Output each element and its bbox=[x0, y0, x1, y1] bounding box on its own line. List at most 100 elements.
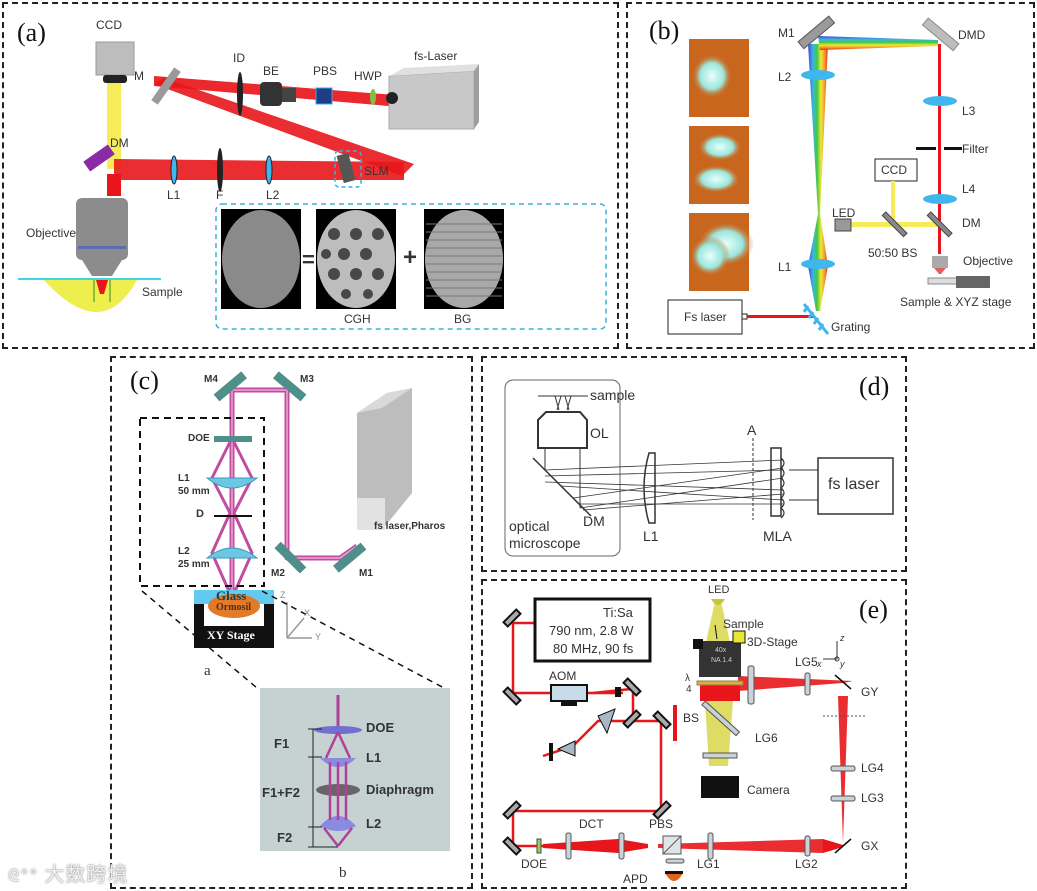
dispersed-beam-lower bbox=[808, 214, 828, 266]
label-microscope-line2: microscope bbox=[509, 535, 581, 551]
lens-l1-icon bbox=[170, 155, 178, 185]
label-m4: M4 bbox=[204, 374, 218, 385]
label-pbs: PBS bbox=[649, 817, 674, 831]
laser-beam-return bbox=[114, 159, 404, 180]
label-l2: L2 bbox=[778, 70, 792, 84]
label-slm: SLM bbox=[364, 164, 389, 178]
label-mla: MLA bbox=[763, 528, 792, 544]
label-axis-y: Y bbox=[315, 632, 322, 642]
optical-microscope-box bbox=[504, 379, 621, 557]
detail-label-diaphragm: Diaphragm bbox=[366, 782, 434, 797]
lens-l2-icon bbox=[205, 547, 259, 559]
label-l3: L3 bbox=[962, 104, 976, 118]
label-l1: L1 bbox=[178, 473, 190, 484]
label-3d-stage: 3D-Stage bbox=[747, 635, 798, 649]
label-axis-y: y bbox=[840, 659, 845, 669]
mirror-m1-icon bbox=[797, 15, 836, 50]
label-bs: 50:50 BS bbox=[868, 246, 918, 260]
ccd-box bbox=[874, 158, 918, 182]
label-ormosil: Ormosil bbox=[216, 602, 251, 613]
panel-a-label: (a) bbox=[17, 18, 46, 47]
inset-plus: + bbox=[403, 244, 418, 271]
lens-l1-icon bbox=[205, 477, 259, 489]
label-fs-laser: fs laser bbox=[828, 476, 880, 493]
label-ccd: CCD bbox=[881, 163, 907, 177]
label-m1: M1 bbox=[778, 26, 795, 40]
watermark-logo-icon: ᘓ°° bbox=[8, 866, 45, 885]
label-l1: L1 bbox=[643, 528, 659, 544]
lg1-lens-icon bbox=[707, 832, 714, 860]
objective-icon bbox=[699, 641, 741, 677]
led-icon bbox=[834, 218, 852, 232]
panel-b-diagram bbox=[667, 15, 990, 335]
mirror-icon bbox=[502, 836, 522, 856]
filter-icon bbox=[916, 147, 936, 150]
end-mirror-icon bbox=[549, 743, 553, 761]
label-m2: M2 bbox=[271, 568, 285, 579]
label-doe: DOE bbox=[188, 433, 210, 444]
label-l2: L2 bbox=[178, 546, 190, 557]
label-objective: Objective bbox=[26, 226, 77, 240]
label-m1: M1 bbox=[359, 568, 373, 579]
dichroic-mirror-icon bbox=[926, 211, 953, 238]
mirror-icon bbox=[652, 800, 672, 820]
lens-l1-icon bbox=[801, 259, 835, 269]
watermark: ᘓ°° 大数跨境 bbox=[8, 858, 128, 887]
detail-label-f2: F2 bbox=[277, 830, 293, 845]
label-doe: DOE bbox=[521, 857, 548, 871]
label-led: LED bbox=[832, 206, 856, 220]
detail-label-l1: L1 bbox=[366, 750, 382, 765]
label-lg4: LG4 bbox=[861, 761, 884, 775]
inset-selection-box bbox=[139, 417, 265, 587]
detail-label-f1f2: F1+F2 bbox=[262, 785, 300, 800]
label-l2: L2 bbox=[266, 188, 280, 202]
label-lg2: LG2 bbox=[795, 857, 818, 871]
imaging-beam bbox=[107, 74, 121, 169]
label-d: D bbox=[196, 508, 204, 520]
panel-d-diagram bbox=[504, 379, 894, 557]
label-dm: DM bbox=[962, 216, 981, 230]
watermark-text: 大数跨境 bbox=[44, 862, 129, 886]
objective-icon bbox=[76, 198, 128, 260]
pbs-cube-icon bbox=[315, 87, 333, 105]
lens-l3-icon bbox=[923, 96, 957, 106]
mirror-icon bbox=[502, 608, 522, 628]
label-objective-na: NA 1.4 bbox=[711, 657, 733, 664]
label-led: LED bbox=[708, 584, 730, 596]
fs-laser-box bbox=[817, 457, 894, 515]
3d-stage-icon bbox=[732, 630, 746, 644]
beam-expander-icon bbox=[260, 82, 282, 106]
sample-droplet bbox=[44, 280, 137, 312]
laser-beam bbox=[747, 315, 813, 318]
panel-b: (b) bbox=[626, 2, 1035, 349]
lg3-lens-icon bbox=[830, 795, 856, 802]
label-m: M bbox=[134, 69, 144, 83]
label-camera: Camera bbox=[747, 783, 790, 797]
label-apd: APD bbox=[623, 872, 648, 886]
detail-label-f1: F1 bbox=[274, 736, 290, 751]
label-axis-x: x bbox=[817, 659, 822, 669]
label-lg6: LG6 bbox=[755, 731, 778, 745]
camera-icon bbox=[701, 776, 739, 798]
lens-l1 bbox=[643, 452, 656, 524]
label-xy-stage: XY Stage bbox=[207, 628, 255, 642]
panel-a-diagram bbox=[18, 41, 607, 330]
aom-icon bbox=[550, 684, 588, 702]
label-dm: DM bbox=[583, 513, 605, 529]
panel-e-diagram bbox=[502, 597, 865, 881]
label-be: BE bbox=[263, 64, 280, 78]
laser-spec-line2: 790 nm, 2.8 W bbox=[549, 623, 634, 638]
label-gx: GX bbox=[861, 839, 879, 853]
label-axis-x: X bbox=[304, 608, 311, 618]
panel-d-label: (d) bbox=[859, 372, 890, 401]
ti-sa-laser-box bbox=[533, 597, 652, 663]
sub-label-a: a bbox=[204, 663, 211, 679]
label-l1: L1 bbox=[167, 188, 181, 202]
beam-dump-icon bbox=[615, 687, 621, 697]
lg2-lens-icon bbox=[804, 835, 811, 857]
beam-cone-doe bbox=[543, 839, 618, 853]
galvo-gx-icon bbox=[834, 838, 852, 854]
label-lg1: LG1 bbox=[697, 857, 720, 871]
mirror-icon bbox=[622, 709, 642, 729]
apd-detector-icon bbox=[665, 873, 683, 881]
